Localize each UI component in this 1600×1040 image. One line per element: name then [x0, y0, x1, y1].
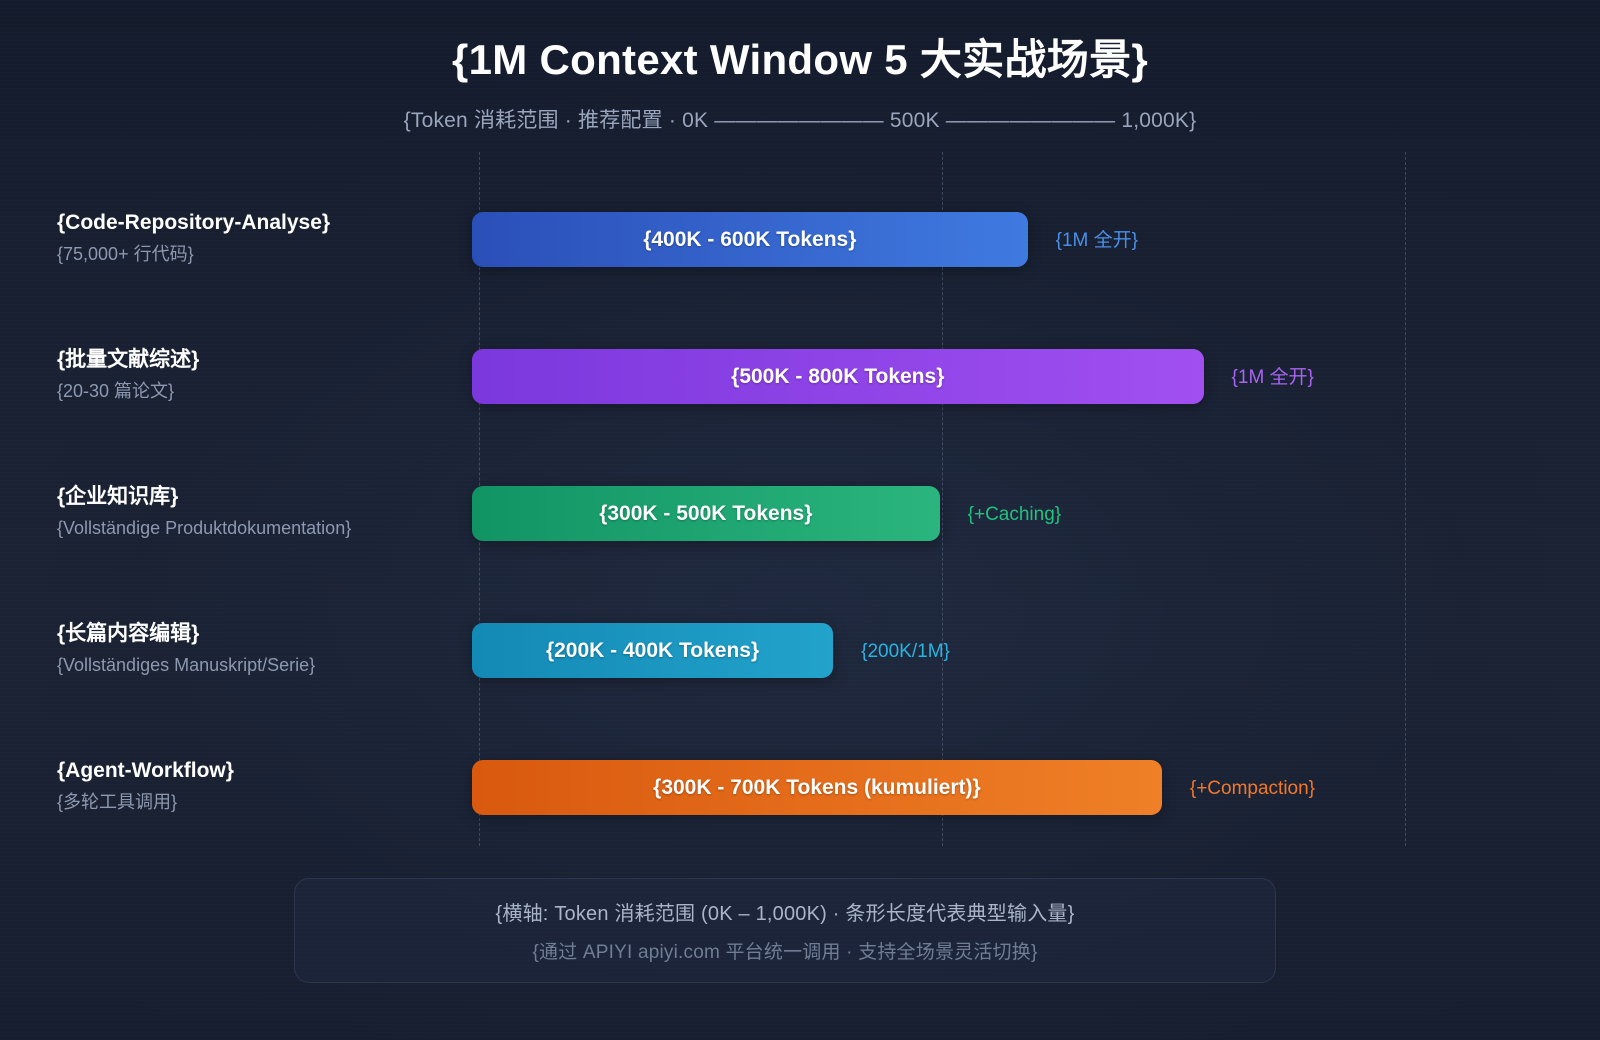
- row-label-group: {Code-Repository-Analyse} {75,000+ 行代码}: [57, 210, 457, 266]
- row-label-group: {长篇内容编辑} {Vollständiges Manuskript/Serie}: [57, 621, 457, 677]
- chart-subtitle: {Token 消耗范围 · 推荐配置 · 0K ———————— 500K ——…: [403, 109, 1197, 133]
- row-category-label: {Code-Repository-Analyse}: [57, 211, 331, 234]
- bar-5[interactable]: {300K - 700K Tokens (kumuliert)}: [472, 760, 1162, 815]
- bar-3[interactable]: {300K - 500K Tokens}: [472, 486, 940, 541]
- row-category-sublabel: {75,000+ 行代码}: [57, 244, 194, 265]
- row-label-group: {批量文献综述} {20-30 篇论文}: [57, 347, 457, 403]
- bar-value-label: {500K - 800K Tokens}: [731, 364, 945, 388]
- row-category-sublabel: {Vollständiges Manuskript/Serie}: [57, 655, 316, 676]
- bar-config-tag: {+Compaction}: [1189, 777, 1316, 799]
- row-category-label: {批量文献综述}: [57, 348, 200, 371]
- bar-value-label: {300K - 500K Tokens}: [599, 501, 813, 525]
- bar-config-tag: {1M 全开}: [1055, 229, 1138, 251]
- row-category-label: {企业知识库}: [57, 485, 179, 508]
- row-category-label: {Agent-Workflow}: [57, 759, 234, 782]
- bar-value-label: {300K - 700K Tokens (kumuliert)}: [653, 775, 981, 799]
- footnote-panel: {横轴: Token 消耗范围 (0K – 1,000K) · 条形长度代表典型…: [294, 878, 1276, 983]
- footnote-platform-note: {通过 APIYI apiyi.com 平台统一调用 · 支持全场景灵活切换}: [532, 942, 1038, 963]
- bar-config-tag: {200K/1M}: [861, 640, 950, 662]
- bar-config-tag: {+Caching}: [967, 503, 1062, 525]
- page-title: {1M Context Window 5 大实战场景}: [451, 36, 1149, 83]
- row-category-sublabel: {20-30 篇论文}: [57, 381, 175, 402]
- row-label-group: {企业知识库} {Vollständige Produktdokumentatio…: [57, 484, 457, 540]
- gridline-500K: [942, 152, 943, 846]
- bar-value-label: {400K - 600K Tokens}: [643, 227, 857, 251]
- row-category-sublabel: {多轮工具调用}: [57, 792, 178, 813]
- bar-value-label: {200K - 400K Tokens}: [545, 638, 760, 662]
- row-category-sublabel: {Vollständige Produktdokumentation}: [57, 518, 352, 539]
- bar-1[interactable]: {400K - 600K Tokens}: [472, 212, 1028, 267]
- bar-config-tag: {1M 全开}: [1231, 366, 1314, 388]
- bar-4[interactable]: {200K - 400K Tokens}: [472, 623, 834, 678]
- bar-2[interactable]: {500K - 800K Tokens}: [472, 349, 1204, 404]
- footnote-axis-description: {横轴: Token 消耗范围 (0K – 1,000K) · 条形长度代表典型…: [495, 903, 1075, 925]
- row-category-label: {长篇内容编辑}: [57, 622, 200, 645]
- chart-header: {1M Context Window 5 大实战场景} {Token 消耗范围 …: [0, 0, 1600, 134]
- gridline-1000K: [1405, 152, 1406, 846]
- row-label-group: {Agent-Workflow} {多轮工具调用}: [57, 758, 457, 814]
